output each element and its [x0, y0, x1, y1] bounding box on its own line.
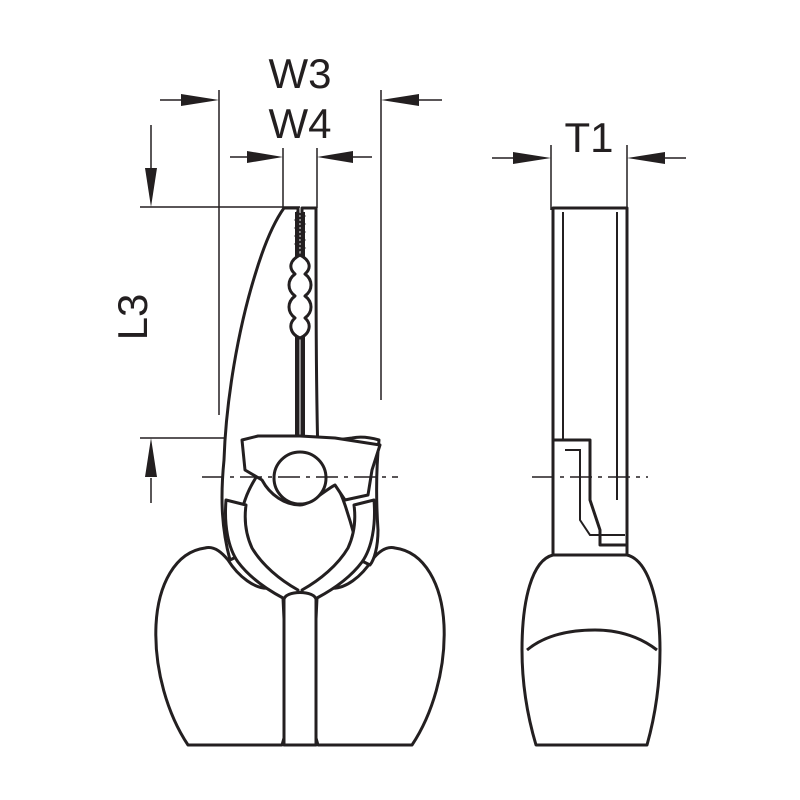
t1-label: T1: [564, 114, 613, 161]
t1-arrow-right: [627, 152, 665, 164]
side-handle-band: [526, 628, 658, 652]
dimension-w3: W3: [160, 50, 442, 415]
w3-label: W3: [269, 50, 332, 97]
l3-label: L3: [109, 294, 156, 341]
handle-center-slot: [282, 591, 318, 747]
t1-arrow-left: [513, 152, 551, 164]
side-handle: [520, 553, 662, 747]
pivot-rivet: [272, 450, 328, 506]
w4-label: W4: [269, 100, 332, 147]
pliers-side-view: [520, 206, 662, 747]
side-joint-detail: [565, 449, 625, 536]
w4-arrow-right: [317, 151, 353, 163]
l3-arrow-bottom: [145, 438, 157, 477]
w4-arrow-left: [247, 151, 283, 163]
pliers-front-view: [154, 206, 446, 747]
serrated-jaw-grip: [287, 253, 313, 340]
w3-arrow-left: [181, 94, 219, 106]
dimension-l3: L3: [109, 125, 300, 503]
w3-arrow-right: [381, 94, 419, 106]
dimension-t1: T1: [492, 114, 686, 210]
l3-arrow-top: [145, 168, 157, 207]
tip-teeth: [293, 211, 307, 253]
dimension-w4: W4: [230, 100, 372, 208]
